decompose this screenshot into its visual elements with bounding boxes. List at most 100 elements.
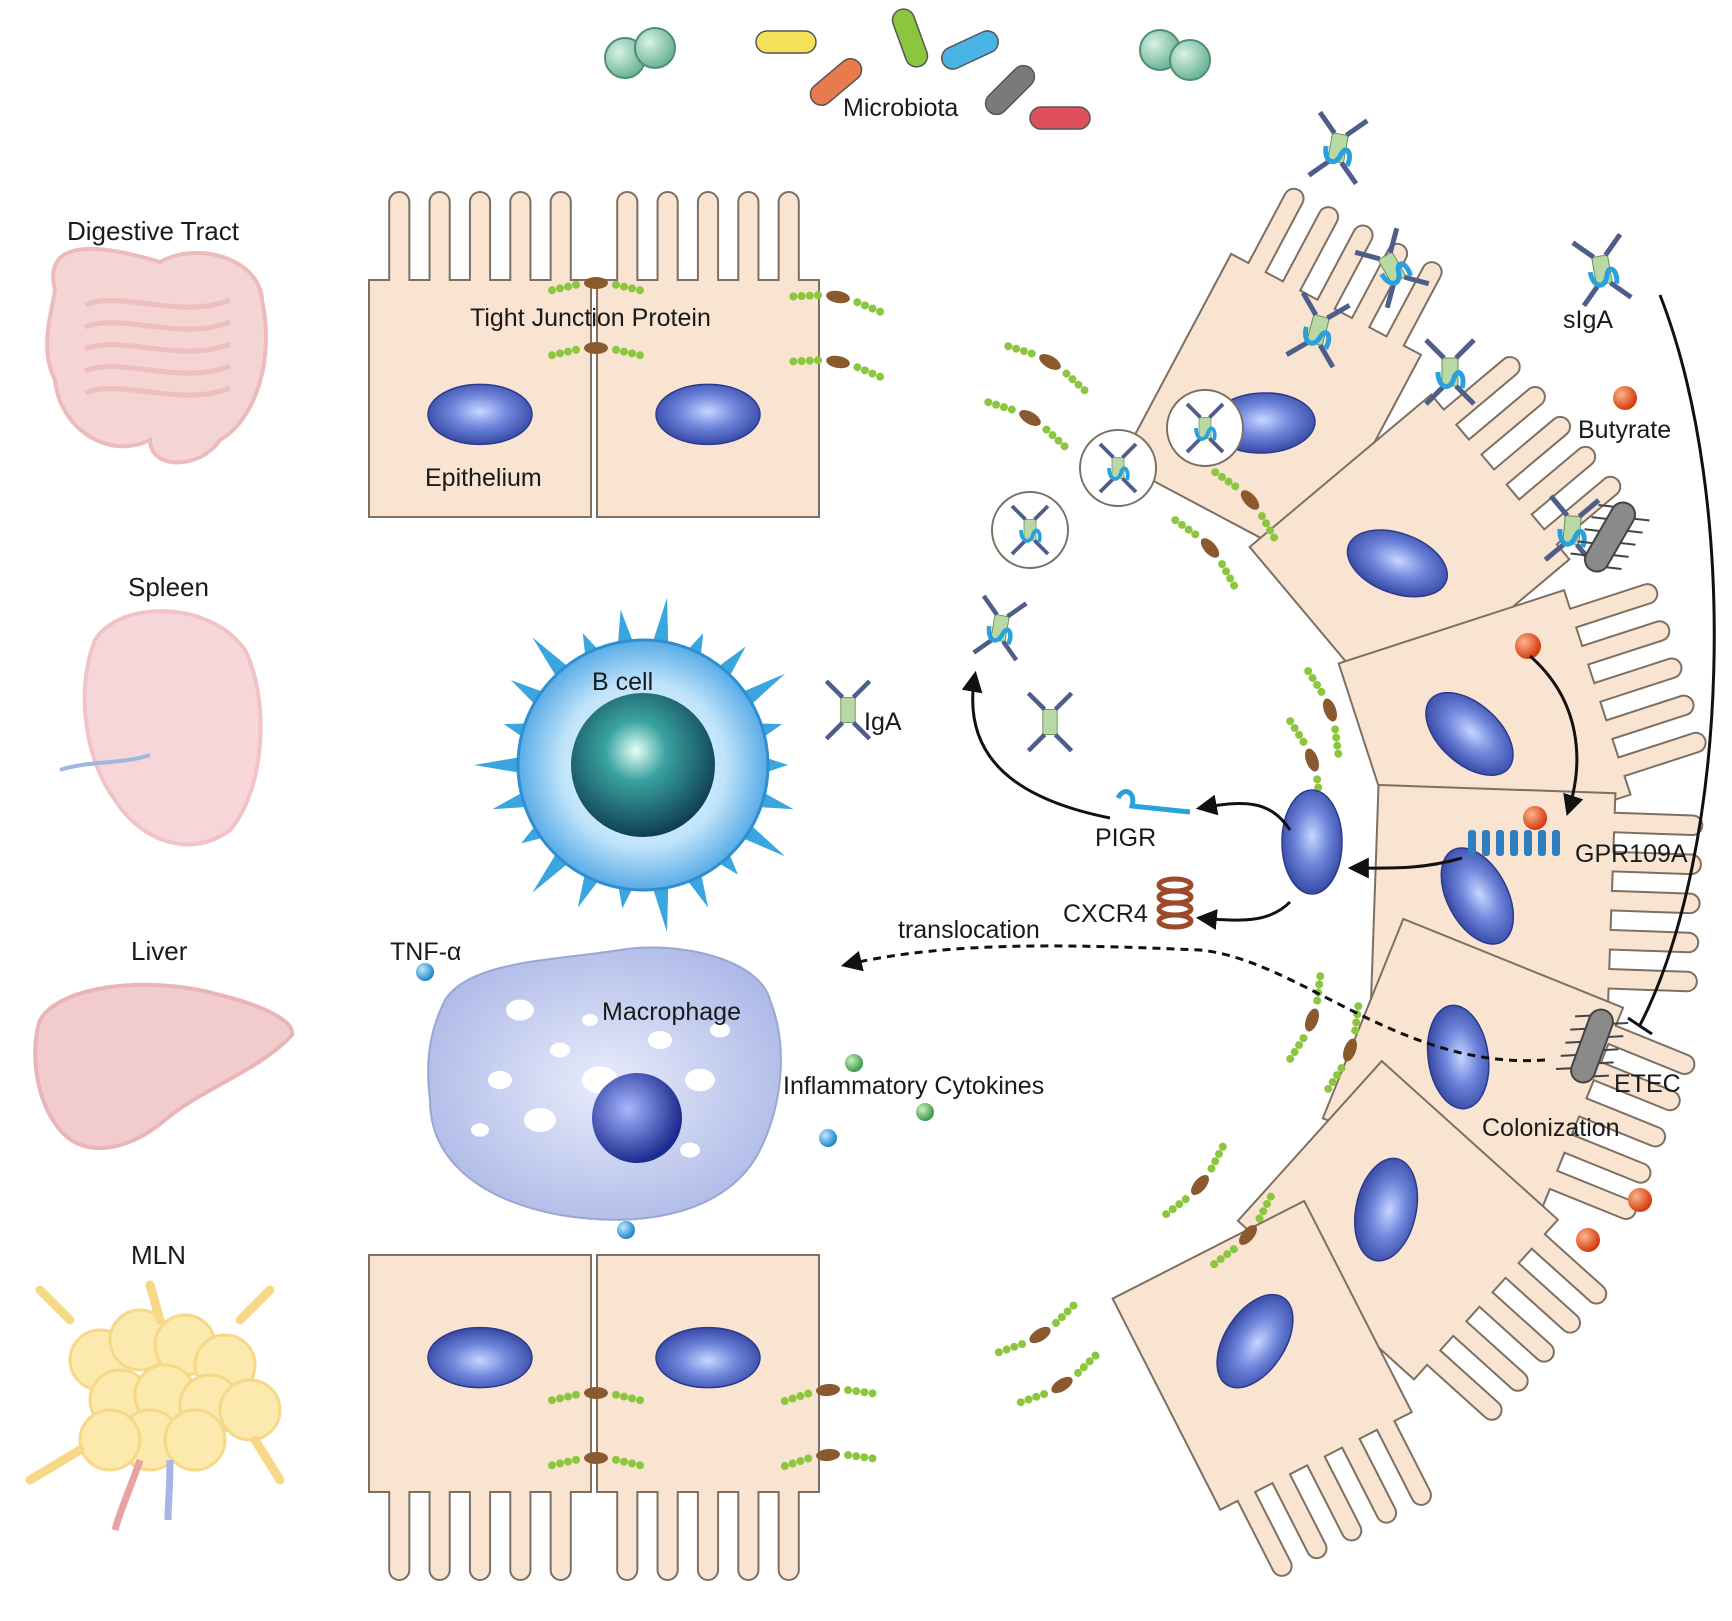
tight-junction — [1286, 972, 1325, 1063]
tight-junction-core — [1200, 538, 1220, 558]
tight-junction-bead — [572, 1390, 580, 1399]
butyrate-molecule — [1576, 1228, 1600, 1252]
gpr109a-helix — [1524, 830, 1532, 856]
tight-junction-bead — [796, 1392, 805, 1401]
tight-junction-core — [584, 277, 608, 289]
tight-junction — [1211, 468, 1279, 542]
cell-body — [1118, 187, 1443, 566]
tight-junction-bead — [1231, 482, 1240, 491]
lymph-vessel — [35, 1285, 75, 1325]
b-cell-spike — [474, 756, 524, 774]
tight-junction-bead — [1255, 1214, 1264, 1223]
antibody-arm — [1006, 601, 1028, 619]
secretory-component — [1557, 528, 1587, 548]
tight-junction-bead — [1175, 1200, 1184, 1209]
antibody-arm — [1326, 303, 1351, 321]
tight-junction-bead — [1210, 1260, 1219, 1269]
antibody-arm — [1581, 283, 1601, 308]
tight-junction-bead — [1171, 516, 1180, 525]
tight-junction — [984, 398, 1069, 451]
tight-junction-bead — [876, 307, 885, 316]
secretory-component — [986, 625, 1013, 646]
tight-junction-bead — [1218, 560, 1227, 569]
tight-junction-bead — [1308, 674, 1317, 683]
siga-antibody — [1354, 227, 1430, 309]
tight-junction-core — [1239, 1225, 1257, 1245]
tight-junction-bead — [994, 1348, 1003, 1357]
tight-junction-bead — [564, 282, 572, 291]
tight-junction-bead — [628, 1459, 636, 1468]
microbiota-group — [604, 8, 1211, 130]
tight-junction-bead — [804, 1454, 813, 1463]
tight-junction-bead — [564, 347, 572, 356]
tight-junction-bead — [1331, 725, 1340, 734]
tight-junction-bead — [852, 1452, 861, 1461]
nucleus — [1426, 1004, 1490, 1110]
tight-junction-core — [1305, 748, 1319, 772]
tight-junction-bead — [1218, 1142, 1227, 1151]
arrow-translocation — [840, 944, 1546, 1063]
tight-junction-bead — [1010, 1342, 1019, 1351]
gpr109a-helix — [1510, 830, 1518, 856]
tight-junction-bead — [1313, 680, 1322, 689]
tight-junction-bead — [636, 1461, 644, 1470]
tight-junction-bead — [612, 1455, 620, 1464]
tight-junction-bead — [1040, 1390, 1049, 1399]
organ-label-mln: MLN — [131, 1240, 186, 1270]
etec-flagellum — [1634, 517, 1650, 522]
coccus-bacterium — [1169, 39, 1211, 81]
digestive-tract-icon — [45, 247, 268, 465]
siga-label: sIgA — [1563, 306, 1614, 334]
tight-junction-bead — [1315, 980, 1324, 989]
b-cell-label: B cell — [592, 668, 654, 696]
rod-bacterium — [755, 30, 817, 54]
tight-junction-bead — [853, 298, 862, 307]
cell-body — [368, 1254, 592, 1581]
spleen-vessel — [59, 753, 151, 772]
tight-junction-core — [826, 355, 850, 369]
tight-junction-core — [826, 290, 850, 304]
tight-junction-core — [1029, 1326, 1051, 1344]
macrophage-vacuole — [524, 1108, 556, 1132]
antibody-arm — [1121, 477, 1138, 494]
gpr109a-receptor — [1468, 830, 1560, 856]
tight-junction-bead — [572, 1455, 580, 1464]
tight-junction-bead — [1018, 1340, 1027, 1349]
dna-nucleus — [1281, 789, 1343, 895]
etec-flagellum — [1598, 1061, 1614, 1065]
etec-flagellum — [1603, 1048, 1619, 1052]
arrow-nucleus-to-cxcr4 — [1195, 900, 1292, 930]
etec-flagellum — [1606, 566, 1622, 571]
tight-junction-bead — [788, 1394, 797, 1403]
epithelial-cell — [368, 191, 592, 518]
tight-junction-bead — [1027, 349, 1036, 358]
tight-junction-bead — [780, 1397, 789, 1406]
inflammatory-cytokines-label: Inflammatory Cytokines — [783, 1072, 1045, 1100]
tight-junction — [1171, 516, 1239, 590]
antibody-arm — [1543, 541, 1567, 562]
antibody-arm — [1285, 339, 1310, 357]
tight-junction-bead — [1314, 783, 1323, 792]
tight-junction-bead — [1229, 1245, 1238, 1254]
intestine-loop — [84, 385, 231, 398]
b-cell-spike — [651, 882, 669, 933]
antibody-arm — [824, 679, 845, 699]
tight-junction-bead — [860, 1453, 869, 1462]
tnf-alpha-molecule — [416, 963, 434, 981]
tight-junction-bead — [999, 403, 1008, 412]
tight-junction-bead — [1324, 1084, 1333, 1093]
antibody-arm — [1548, 494, 1570, 518]
tight-junction-bead — [1295, 1041, 1304, 1050]
arrow-butyrate-to-gpr109a — [1529, 654, 1584, 816]
immune-cells — [427, 597, 794, 1221]
etec-flagellum — [1577, 540, 1593, 545]
arrow-pigr-to-siga — [961, 670, 1111, 820]
nucleus — [427, 383, 533, 446]
tight-junction-bead — [548, 286, 556, 295]
tight-junction-bead — [1259, 1207, 1268, 1216]
antibody-arm — [1185, 437, 1202, 454]
antibody-arm — [1010, 504, 1027, 521]
microbiota-label: Microbiota — [843, 94, 959, 122]
tight-junction-bead — [860, 366, 869, 375]
etec-flagellum — [1627, 529, 1643, 534]
